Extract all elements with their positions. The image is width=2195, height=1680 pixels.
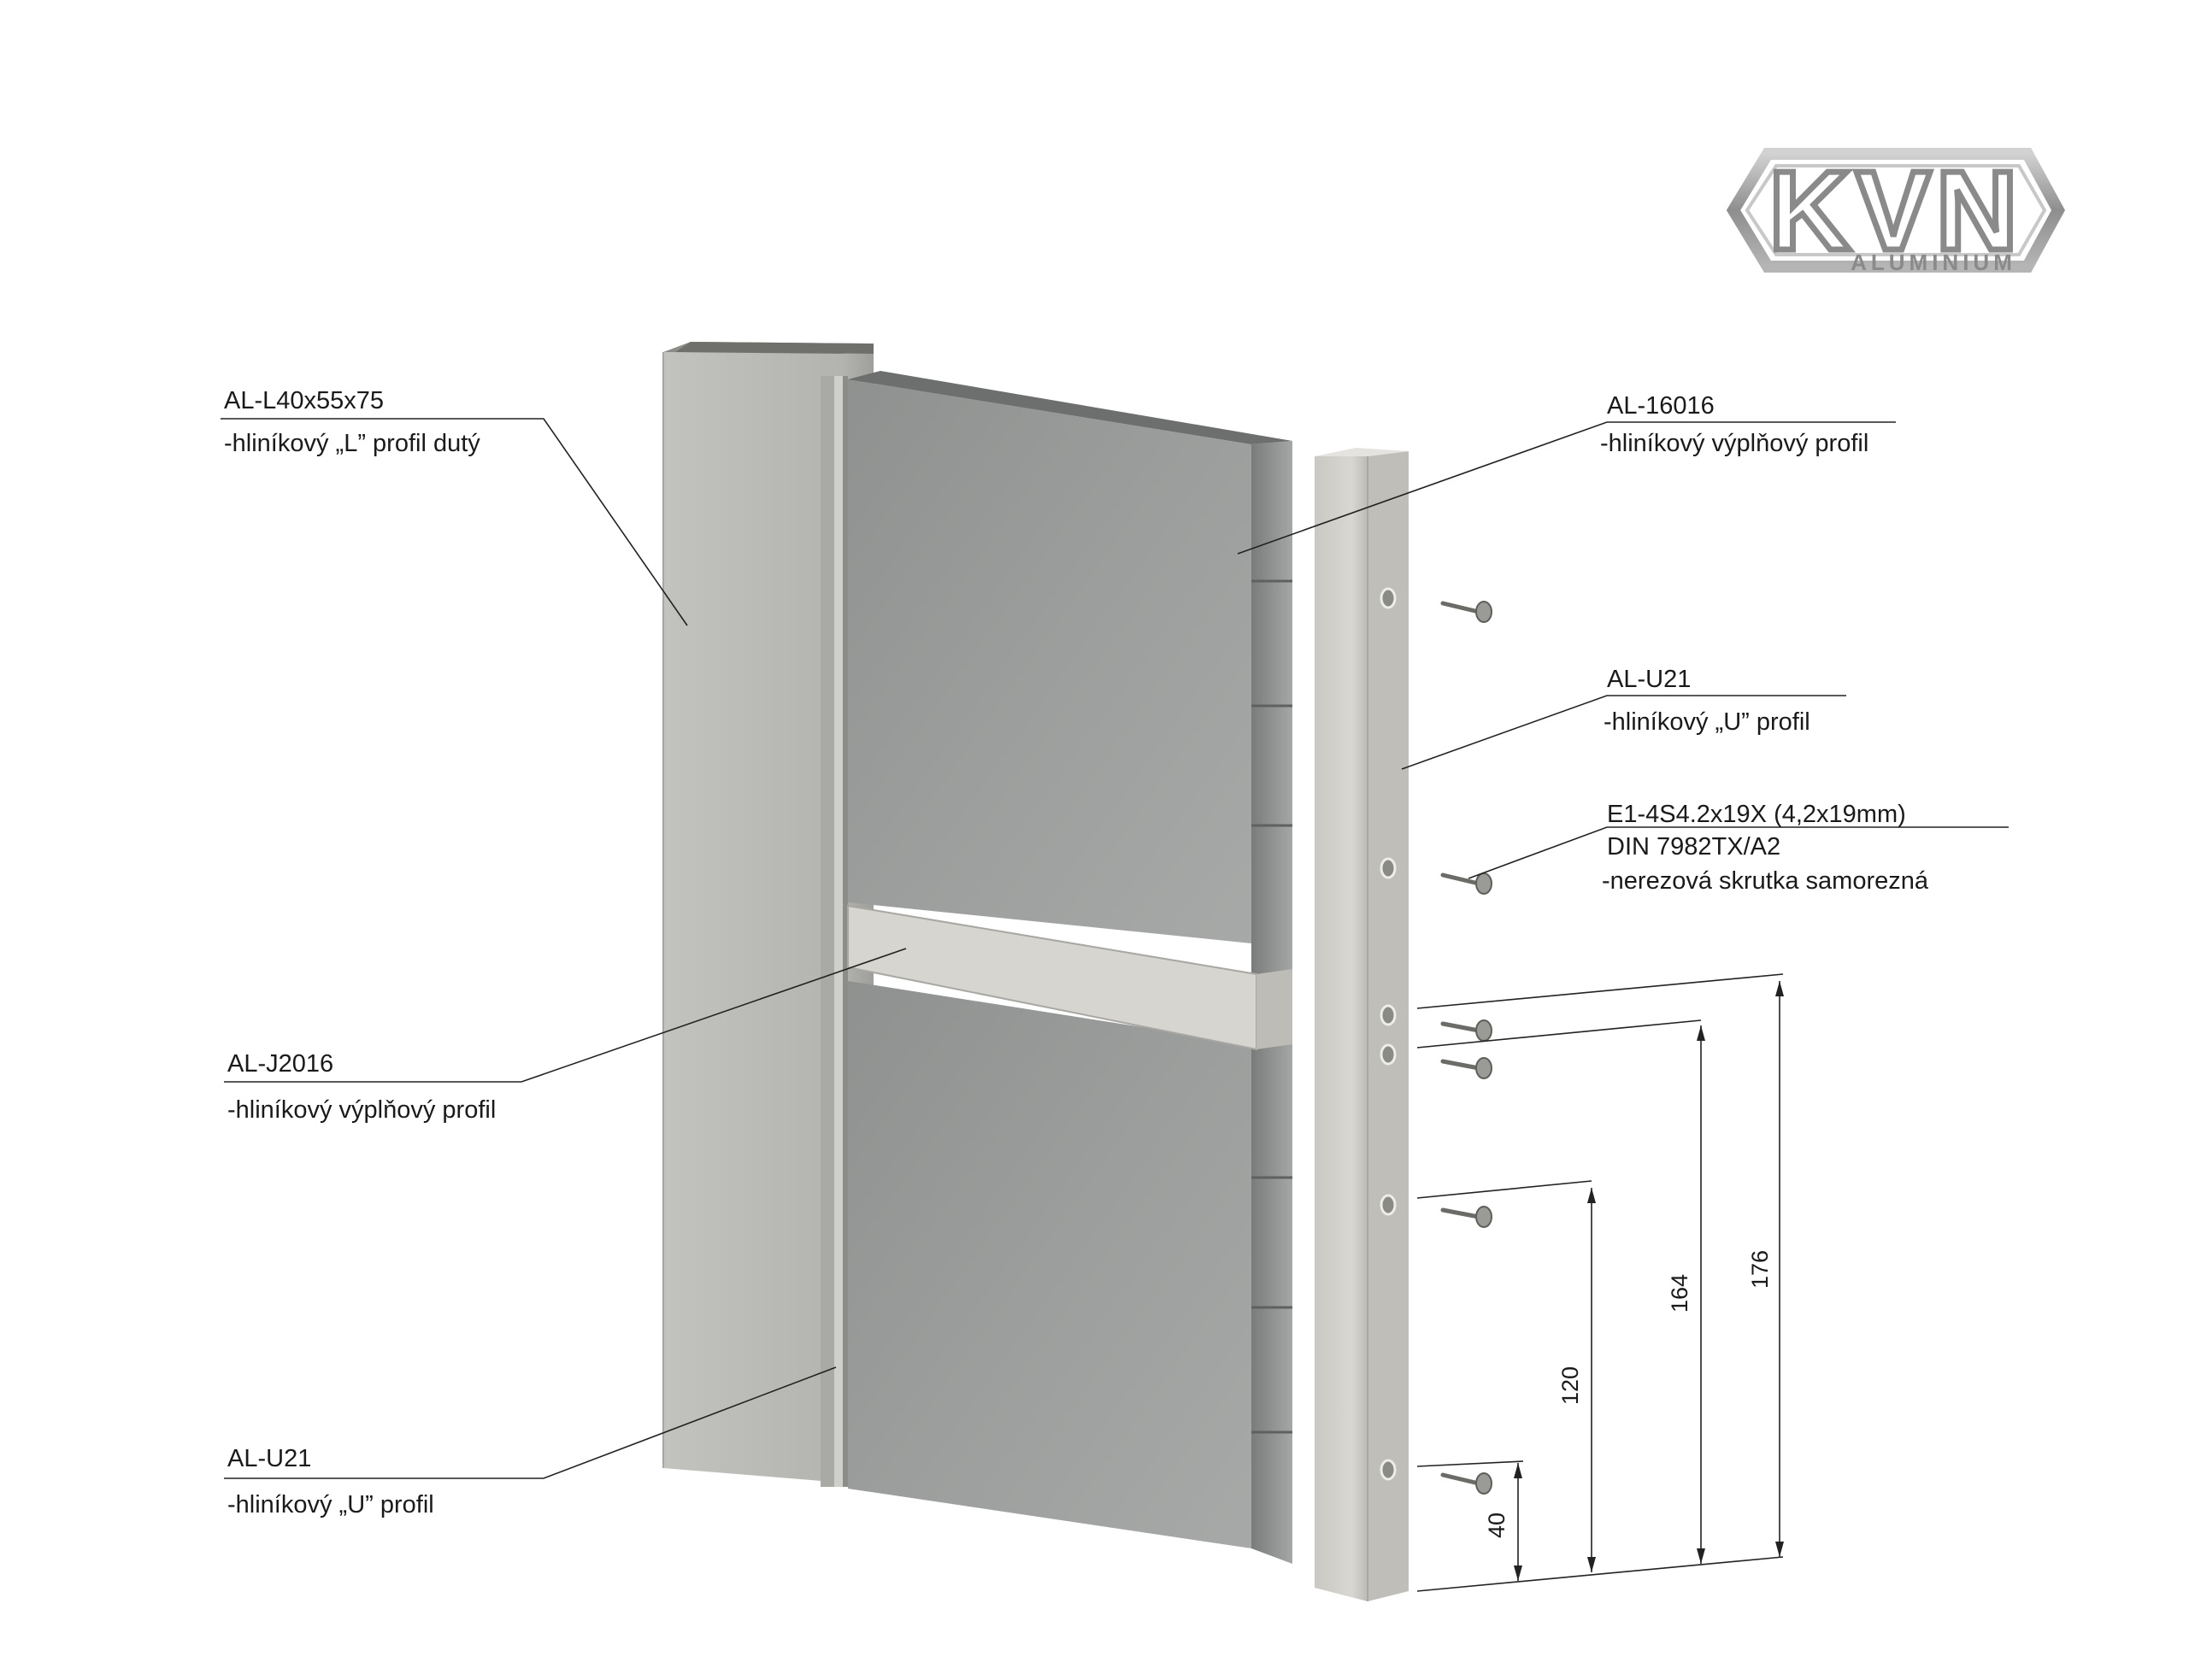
logo-sub-text: ALUMINIUM: [1851, 250, 2016, 275]
screw-6: [1440, 1472, 1492, 1495]
logo-main-text: KVN: [1769, 148, 2023, 273]
dim-164: 164: [1667, 1274, 1692, 1313]
callout-screw: E1-4S4.2x19X (4,2x19mm) DIN 7982TX/A2 -n…: [1468, 801, 2009, 895]
callout-u-profile-left: AL-U21 -hliníkový „U” profil: [224, 1366, 837, 1518]
screw-2: [1440, 872, 1492, 895]
u-profile-left-desc: -hliníkový „U” profil: [227, 1491, 434, 1518]
dim-176: 176: [1747, 1250, 1773, 1289]
j-profile-desc: -hliníkový výplňový profil: [227, 1096, 496, 1124]
dim-40: 40: [1484, 1513, 1509, 1538]
screw-holes: [1380, 587, 1397, 1481]
l-profile-desc: -hliníkový „L” profil dutý: [224, 430, 480, 457]
callout-l-profile: AL-L40x55x75 -hliníkový „L” profil dutý: [221, 387, 688, 626]
screw-3: [1440, 1019, 1492, 1042]
screw-code: E1-4S4.2x19X (4,2x19mm): [1607, 801, 1906, 828]
screw-desc: -nerezová skrutka samorezná: [1602, 867, 1929, 895]
callout-fill-profile-top: AL-16016 -hliníkový výplňový profil: [1237, 392, 1896, 555]
screws: [1440, 601, 1492, 1495]
profile-joints: [1251, 579, 1292, 1434]
u-profile-right: [1315, 448, 1409, 1601]
dimension-lines: 40 120 164 176: [1416, 973, 1784, 1592]
u-profile-right-code: AL-U21: [1607, 666, 1691, 693]
fill-panel: [847, 371, 1292, 1564]
screw-4: [1440, 1057, 1492, 1079]
dim-120: 120: [1557, 1366, 1583, 1405]
screw-1: [1440, 601, 1492, 623]
l-profile-code: AL-L40x55x75: [224, 387, 384, 414]
fill-profile-top-code: AL-16016: [1607, 392, 1715, 420]
u-profile-left-code: AL-U21: [227, 1445, 311, 1472]
u-profile-right-desc: -hliníkový „U” profil: [1604, 708, 1810, 736]
screw-standard: DIN 7982TX/A2: [1607, 833, 1780, 861]
callout-u-profile-right: AL-U21 -hliníkový „U” profil: [1401, 666, 1846, 770]
fill-profile-top-desc: -hliníkový výplňový profil: [1600, 430, 1868, 457]
screw-5: [1440, 1206, 1492, 1228]
j-profile-code: AL-J2016: [227, 1050, 333, 1078]
callout-j-profile: AL-J2016 -hliníkový výplňový profil: [224, 948, 907, 1124]
l-profile-frame: [662, 342, 874, 1487]
kvn-logo: KVN ALUMINIUM: [1726, 145, 2065, 277]
